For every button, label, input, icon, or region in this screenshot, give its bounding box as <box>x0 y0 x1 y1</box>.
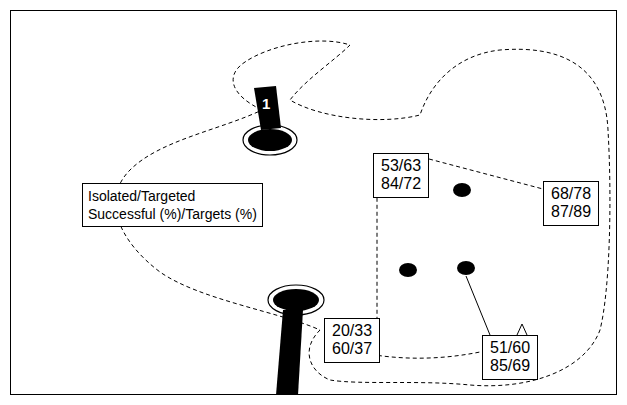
leader-line <box>466 276 490 335</box>
vein-dot <box>453 183 471 197</box>
frame <box>11 11 617 395</box>
value-box: 20/3360/37 <box>324 318 380 363</box>
legend-box: Isolated/TargetedSuccessful (%)/Targets … <box>82 183 263 227</box>
value-box: 51/6085/69 <box>482 335 538 380</box>
leader-lines <box>377 159 543 335</box>
box-text: 60/37 <box>332 340 372 358</box>
box-text: 84/72 <box>381 175 421 193</box>
box-text: Successful (%)/Targets (%) <box>88 205 257 223</box>
vein-ostium <box>248 129 292 151</box>
leader-line <box>377 198 378 318</box>
box-text: 87/89 <box>551 203 591 221</box>
box-text: Isolated/Targeted <box>88 187 257 205</box>
vein-band <box>254 86 281 130</box>
vein-dot <box>399 263 417 277</box>
vein-band <box>276 310 303 395</box>
vein-ring <box>268 285 324 315</box>
box-text: 85/69 <box>490 357 530 375</box>
box-text: 68/78 <box>551 185 591 203</box>
box-text: 53/63 <box>381 157 421 175</box>
value-box: 68/7887/89 <box>543 181 599 226</box>
pointer-mark <box>517 324 527 335</box>
vein-ring <box>243 125 297 155</box>
value-box: 53/6384/72 <box>373 153 429 198</box>
callout-number: 1 <box>262 96 270 111</box>
vein-dot <box>457 261 475 275</box>
box-text: 51/60 <box>490 339 530 357</box>
vein-ostium <box>273 289 319 311</box>
box-text: 20/33 <box>332 322 372 340</box>
leader-line <box>429 159 543 189</box>
